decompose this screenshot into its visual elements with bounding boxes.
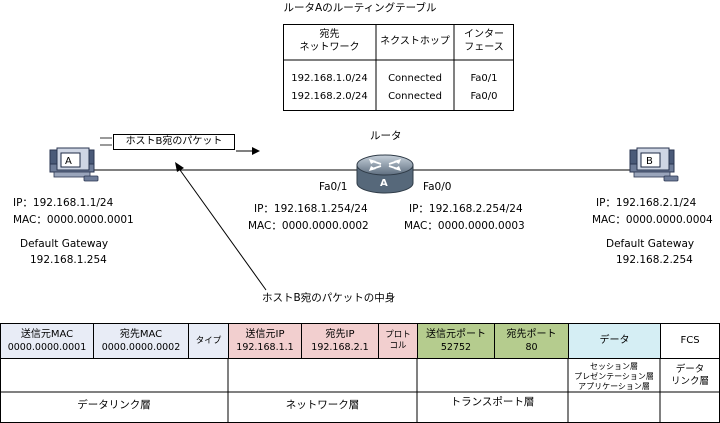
field-protocol-line1: プロト <box>385 330 411 340</box>
layer-network: ネットワーク層 <box>285 399 360 411</box>
rt-row1-network: 192.168.1.0/24 <box>291 73 368 84</box>
host-b-gateway-label: Default Gateway <box>606 238 695 250</box>
field-type: タイプ <box>188 323 229 359</box>
packet-arrow-head <box>252 147 260 155</box>
host-b-label: B <box>646 156 653 167</box>
packet-callout-label: ホストB宛のパケットの中身 <box>262 292 396 304</box>
layer-fcs: データ リンク層 <box>660 364 720 388</box>
rt-header-interface-line2: フェース <box>464 42 504 53</box>
layer-session: セッション層 <box>590 362 638 371</box>
rt-row1-nexthop: Connected <box>388 73 442 84</box>
router-left-ip: IP：192.168.1.254/24 <box>254 203 368 215</box>
host-a-ip: IP：192.168.1.1/24 <box>13 197 114 209</box>
rt-header-nexthop: ネクストホップ <box>380 36 450 47</box>
rt-header-network-line1: 宛先 <box>319 29 340 40</box>
field-source-mac: 送信元MAC 0000.0000.0001 <box>0 323 94 359</box>
rt-row2-interface: Fa0/0 <box>470 91 498 102</box>
host-b-gateway: 192.168.2.254 <box>616 254 693 266</box>
layer-upper: セッション層 プレゼンテーション層 アプリケーション層 <box>568 362 660 392</box>
layer-datalink: データリンク層 <box>77 399 151 411</box>
field-dest-ip-value: 192.168.2.1 <box>311 342 369 353</box>
rt-header-network-line2: ネットワーク <box>299 42 360 53</box>
field-protocol: プロト コル <box>378 323 418 359</box>
field-dest-ip-title: 宛先IP <box>325 329 355 340</box>
field-source-port: 送信元ポート 52752 <box>417 323 495 359</box>
host-b-mac: MAC：0000.0000.0004 <box>592 214 713 226</box>
rt-header-interface: インター フェース <box>454 28 514 54</box>
field-dest-port: 宛先ポート 80 <box>494 323 569 359</box>
field-source-mac-value: 0000.0000.0001 <box>7 342 87 353</box>
router-title: ルータ <box>370 130 402 142</box>
host-a-mac: MAC：0000.0000.0001 <box>13 214 134 226</box>
router-right-mac: MAC：0000.0000.0003 <box>404 220 525 232</box>
callout-arrow-head <box>175 162 184 172</box>
host-a-computer-icon <box>49 147 99 182</box>
routing-table: 宛先 ネットワーク ネクストホップ インター フェース 192.168.1.0/… <box>283 24 514 111</box>
router-right-ip: IP：192.168.2.254/24 <box>409 203 523 215</box>
field-source-ip: 送信元IP 192.168.1.1 <box>228 323 302 359</box>
rt-header-interface-line1: インター <box>464 29 504 40</box>
host-b-computer-icon <box>629 147 679 182</box>
field-dest-mac-title: 宛先MAC <box>119 329 163 340</box>
router-left-interface: Fa0/1 <box>319 181 348 193</box>
field-dest-mac: 宛先MAC 0000.0000.0002 <box>93 323 189 359</box>
field-source-ip-value: 192.168.1.1 <box>236 342 294 353</box>
router-right-interface: Fa0/0 <box>423 181 452 193</box>
routing-table-title: ルータAのルーティングテーブル <box>283 2 437 14</box>
host-b-ip: IP：192.168.2.1/24 <box>596 197 697 209</box>
field-protocol-line2: コル <box>389 340 407 351</box>
rt-row2-nexthop: Connected <box>388 91 442 102</box>
host-a-gateway-label: Default Gateway <box>20 238 109 250</box>
field-source-port-value: 52752 <box>440 342 472 353</box>
router-label: A <box>380 178 388 189</box>
host-a-gateway: 192.168.1.254 <box>30 254 107 266</box>
field-dest-port-title: 宛先ポート <box>506 329 557 340</box>
field-source-port-title: 送信元ポート <box>426 329 486 340</box>
field-dest-mac-value: 0000.0000.0002 <box>101 342 181 353</box>
rt-header-network: 宛先 ネットワーク <box>283 28 376 54</box>
layer-presentation: プレゼンテーション層 <box>574 372 654 381</box>
routing-table-borders <box>283 24 514 111</box>
layer-application: アプリケーション層 <box>578 382 650 391</box>
router-left-mac: MAC：0000.0000.0002 <box>248 220 369 232</box>
rt-row2-network: 192.168.2.0/24 <box>291 91 368 102</box>
field-dest-ip: 宛先IP 192.168.2.1 <box>301 323 379 359</box>
packet-box: ホストB宛のパケット <box>113 134 235 150</box>
rt-row1-interface: Fa0/1 <box>470 73 498 84</box>
layer-transport: トランスポート層 <box>450 396 535 408</box>
layer-fcs-line1: データ <box>675 364 705 375</box>
field-source-mac-title: 送信元MAC <box>20 329 74 340</box>
layer-fcs-line2: リンク層 <box>670 376 709 387</box>
field-source-ip-title: 送信元IP <box>245 329 285 340</box>
field-data: データ <box>568 323 661 359</box>
field-fcs: FCS <box>660 323 720 359</box>
router-icon <box>356 154 414 194</box>
host-a-label: A <box>65 156 72 167</box>
callout-arrow-shaft <box>179 169 267 291</box>
field-dest-port-value: 80 <box>525 342 538 353</box>
